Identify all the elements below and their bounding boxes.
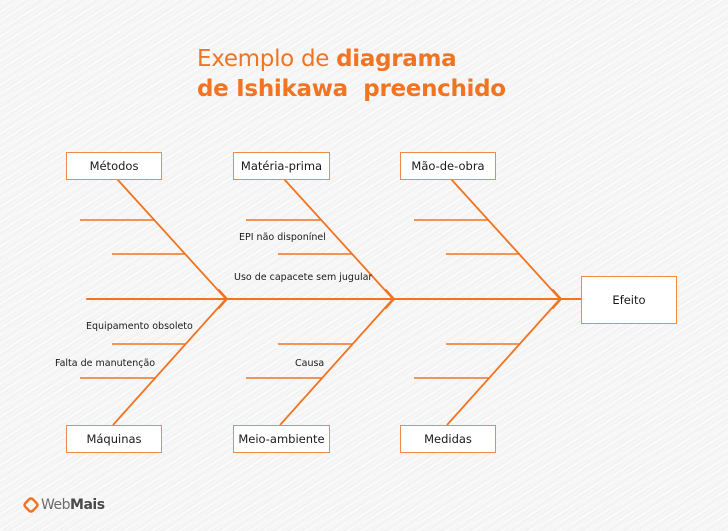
bone-mao-de-obra: [450, 178, 561, 300]
title-line-2: de Ishikawa preenchido: [197, 76, 506, 102]
cause-label-causa: Causa: [295, 358, 325, 369]
bone-medidas: [446, 298, 561, 426]
effect-label: Efeito: [612, 293, 646, 307]
title-line-1: Exemplo de diagrama: [197, 44, 506, 74]
webmais-diamond-icon: [23, 497, 39, 513]
category-box-mao-de-obra: Mão-de-obra: [400, 152, 496, 180]
bone-meio-ambiente: [279, 298, 394, 426]
title-bold: diagrama: [336, 46, 457, 72]
cause-label-equipamento: Equipamento obsoleto: [86, 321, 193, 332]
category-label: Máquinas: [86, 432, 142, 446]
category-box-maquinas: Máquinas: [66, 425, 162, 453]
bone-materia-prima: [283, 178, 394, 300]
category-box-metodos: Métodos: [66, 152, 162, 180]
cause-label-manutencao: Falta de manutenção: [55, 358, 156, 369]
logo-text-mais: Mais: [70, 497, 105, 513]
category-box-materia-prima: Matéria-prima: [233, 152, 330, 180]
category-box-meio-ambiente: Meio-ambiente: [233, 425, 330, 453]
category-label: Métodos: [89, 159, 139, 173]
effect-box: Efeito: [581, 276, 677, 324]
bone-maquinas: [112, 298, 227, 426]
cause-label-capacete: Uso de capacete sem jugular: [234, 272, 373, 283]
category-label: Mão-de-obra: [411, 159, 485, 173]
category-box-medidas: Medidas: [400, 425, 496, 453]
category-label: Medidas: [424, 432, 472, 446]
page-title: Exemplo de diagrama de Ishikawa preenchi…: [197, 44, 506, 104]
category-label: Meio-ambiente: [238, 432, 325, 446]
title-regular: Exemplo de: [197, 46, 337, 72]
cause-label-epi: EPI não disponínel: [239, 232, 326, 243]
bone-metodos: [116, 178, 227, 300]
category-label: Matéria-prima: [240, 159, 323, 173]
logo-text-web: Web: [41, 497, 71, 513]
